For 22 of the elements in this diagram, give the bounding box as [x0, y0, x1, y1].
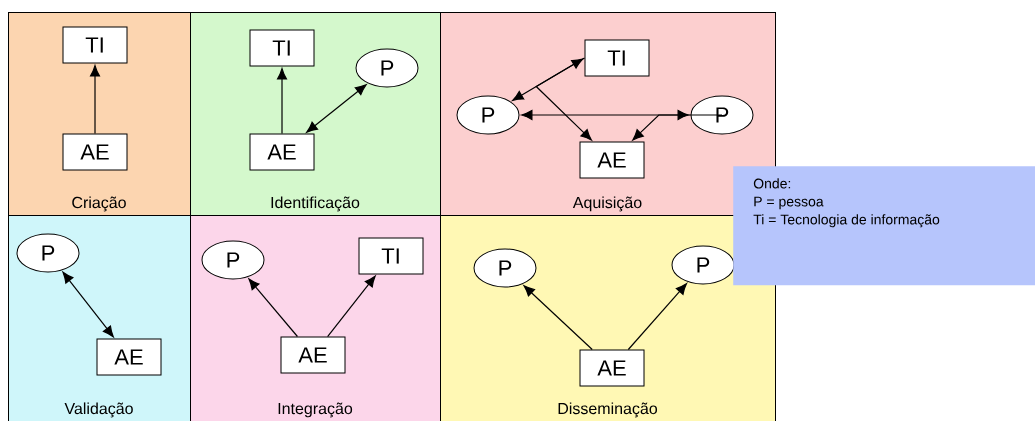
arrow — [523, 285, 593, 351]
arrow — [277, 68, 287, 135]
arrow — [306, 84, 367, 133]
arrow — [512, 58, 584, 101]
box: AE — [249, 133, 315, 171]
arrow — [627, 283, 688, 351]
arrow — [521, 110, 689, 120]
box: TI — [62, 26, 128, 64]
box: AE — [579, 141, 645, 179]
arrow — [248, 278, 299, 338]
arrow — [535, 57, 592, 141]
arrow — [62, 271, 114, 338]
box: AE — [280, 336, 346, 374]
box: AE — [96, 338, 162, 376]
note-box: Onde: P = pessoa Ti = Tecnologia de informação — [733, 166, 1035, 286]
box: AE — [579, 349, 645, 387]
arrow — [90, 65, 100, 135]
box: AE — [62, 133, 128, 171]
arrow — [327, 275, 376, 338]
box: TI — [358, 237, 424, 275]
box: TI — [249, 29, 315, 67]
box: TI — [584, 39, 650, 77]
